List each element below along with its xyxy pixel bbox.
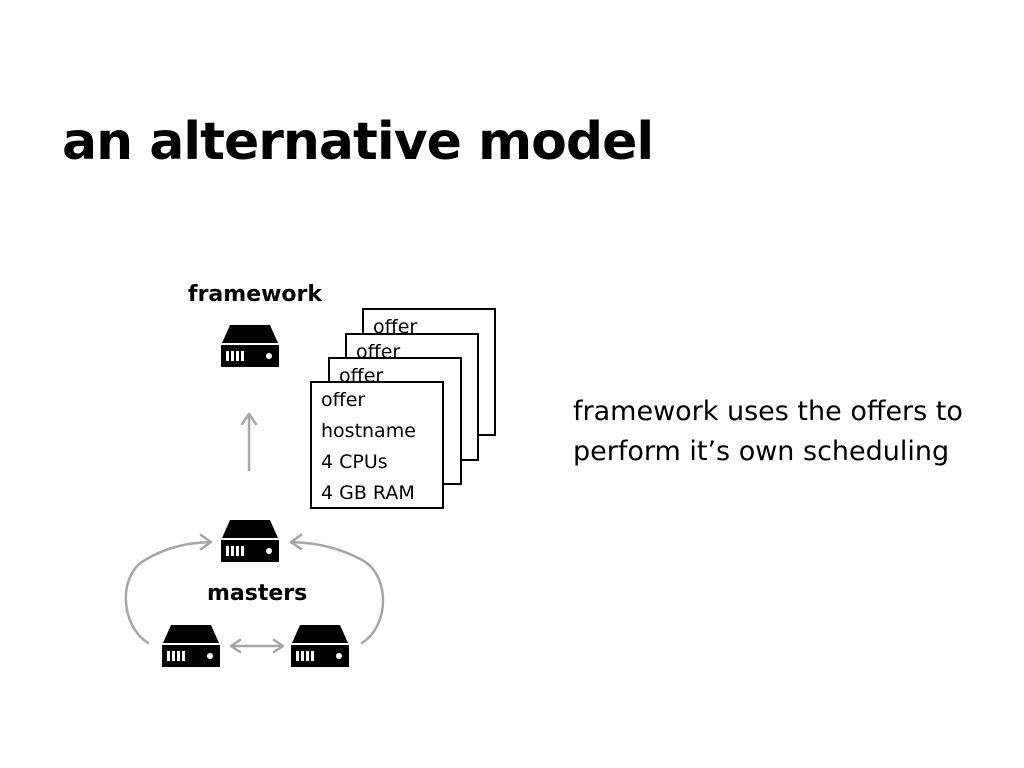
- description-line-2: perform it’s own scheduling: [573, 436, 950, 467]
- description-text: framework uses the offers to perform it’…: [573, 392, 963, 472]
- double-arrow-icon: [229, 638, 285, 654]
- offer-card-hostname: hostname: [321, 420, 416, 442]
- offer-card-line: offer: [373, 316, 418, 338]
- leader-master-server-icon: [221, 520, 279, 562]
- offer-card-ram: 4 GB RAM: [321, 482, 415, 504]
- slide-title: an alternative model: [62, 112, 654, 172]
- masters-label: masters: [207, 581, 308, 606]
- master-server-left-icon: [162, 625, 220, 667]
- offer-card-front: offer hostname 4 CPUs 4 GB RAM: [310, 381, 444, 509]
- description-line-1: framework uses the offers to: [573, 396, 963, 427]
- right-curve-arrow: [289, 533, 385, 645]
- framework-label: framework: [188, 282, 323, 307]
- arrow-up-icon: [240, 412, 258, 472]
- left-curve-arrow: [124, 533, 213, 645]
- framework-server-icon: [221, 325, 279, 367]
- offer-card-cpus: 4 CPUs: [321, 451, 388, 473]
- master-server-right-icon: [291, 625, 349, 667]
- offer-card-line: offer: [321, 389, 366, 411]
